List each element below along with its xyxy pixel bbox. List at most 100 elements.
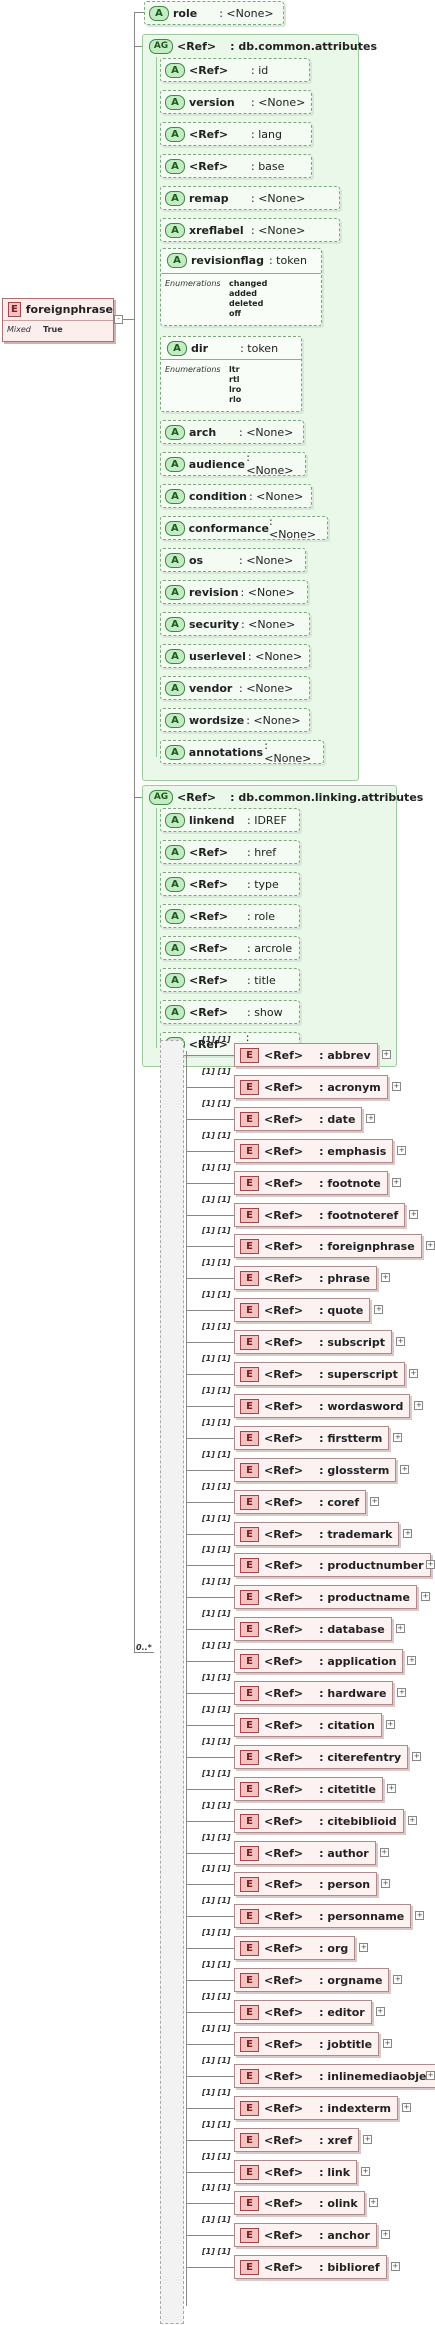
- expand-icon[interactable]: +: [374, 1305, 384, 1314]
- expand-icon[interactable]: +: [381, 1050, 391, 1059]
- choice-element[interactable]: E <Ref> : productnumber: [234, 1553, 431, 1577]
- expand-icon[interactable]: +: [393, 1433, 403, 1442]
- attribute-role[interactable]: A role : <None>: [144, 1, 284, 25]
- choice-element[interactable]: E <Ref> : citetitle: [234, 1777, 383, 1801]
- expand-icon[interactable]: +: [400, 1465, 410, 1474]
- attribute-item[interactable]: A <Ref> : lang: [160, 122, 312, 146]
- choice-element[interactable]: E <Ref> : editor: [234, 2000, 372, 2024]
- choice-element[interactable]: E <Ref> : citerefentry: [234, 1745, 409, 1769]
- expand-icon[interactable]: +: [366, 1114, 376, 1123]
- choice-element[interactable]: E <Ref> : citebiblioid: [234, 1809, 404, 1833]
- expand-icon[interactable]: +: [368, 2198, 378, 2207]
- choice-element[interactable]: E <Ref> : quote: [234, 1298, 371, 1322]
- attribute-item[interactable]: A arch : <None>: [160, 420, 304, 444]
- choice-element[interactable]: E <Ref> : person: [234, 1872, 378, 1896]
- group-header[interactable]: AG <Ref> : db.common.attributes: [145, 38, 377, 54]
- choice-element[interactable]: E <Ref> : anchor: [234, 2223, 377, 2247]
- choice-element[interactable]: E <Ref> : subscript: [234, 1330, 393, 1354]
- attribute-item[interactable]: A <Ref> : base: [160, 154, 312, 178]
- choice-element[interactable]: E <Ref> : date: [234, 1107, 363, 1131]
- attribute-dir[interactable]: A dir : token Enumerations ltr rtl lro r…: [160, 336, 302, 412]
- choice-element[interactable]: E <Ref> : foreignphrase: [234, 1234, 422, 1258]
- expand-icon[interactable]: +: [397, 1146, 407, 1155]
- expand-icon[interactable]: +: [407, 1816, 417, 1825]
- attribute-item[interactable]: A condition : <None>: [160, 484, 312, 508]
- choice-element[interactable]: E <Ref> : acronym: [234, 1075, 388, 1099]
- root-collapse-icon[interactable]: -: [114, 315, 123, 324]
- attribute-item[interactable]: A remap : <None>: [160, 186, 340, 210]
- choice-element[interactable]: E <Ref> : application: [234, 1649, 404, 1673]
- choice-element[interactable]: E <Ref> : phrase: [234, 1266, 377, 1290]
- choice-element[interactable]: E <Ref> : personname: [234, 1904, 412, 1928]
- choice-element[interactable]: E <Ref> : database: [234, 1617, 392, 1641]
- choice-element[interactable]: E <Ref> : link: [234, 2160, 358, 2184]
- expand-icon[interactable]: +: [396, 1337, 406, 1346]
- attribute-item[interactable]: A <Ref> : id: [160, 58, 310, 82]
- choice-element[interactable]: E <Ref> : hardware: [234, 1681, 394, 1705]
- choice-element[interactable]: E <Ref> : footnote: [234, 1171, 388, 1195]
- choice-element[interactable]: E <Ref> : coref: [234, 1490, 367, 1514]
- expand-icon[interactable]: +: [380, 2230, 390, 2239]
- expand-icon[interactable]: +: [361, 2167, 371, 2176]
- expand-icon[interactable]: +: [415, 1911, 425, 1920]
- attribute-item[interactable]: A <Ref> : role: [160, 904, 300, 928]
- expand-icon[interactable]: +: [363, 2135, 373, 2144]
- expand-icon[interactable]: +: [408, 1369, 418, 1378]
- expand-icon[interactable]: +: [407, 1656, 417, 1665]
- expand-icon[interactable]: +: [395, 1624, 405, 1633]
- choice-element[interactable]: E <Ref> : firstterm: [234, 1426, 390, 1450]
- choice-element[interactable]: E <Ref> : orgname: [234, 1968, 390, 1992]
- choice-element[interactable]: E <Ref> : wordasword: [234, 1394, 411, 1418]
- expand-icon[interactable]: +: [383, 2039, 393, 2048]
- expand-icon[interactable]: +: [380, 1273, 390, 1282]
- expand-icon[interactable]: +: [390, 2262, 400, 2271]
- attribute-item[interactable]: A <Ref> : title: [160, 968, 300, 992]
- choice-element[interactable]: E <Ref> : productname: [234, 1585, 417, 1609]
- attribute-item[interactable]: A revision : <None>: [160, 580, 308, 604]
- expand-icon[interactable]: +: [403, 1529, 413, 1538]
- choice-element[interactable]: E <Ref> : citation: [234, 1713, 382, 1737]
- choice-element[interactable]: E <Ref> : author: [234, 1841, 376, 1865]
- expand-icon[interactable]: +: [385, 1720, 395, 1729]
- choice-element[interactable]: E <Ref> : olink: [234, 2191, 365, 2215]
- attribute-item[interactable]: A wordsize : <None>: [160, 708, 310, 732]
- attribute-item[interactable]: A conformance : <None>: [160, 515, 328, 541]
- attribute-item[interactable]: A xreflabel : <None>: [160, 218, 340, 242]
- attribute-item[interactable]: A os : <None>: [160, 548, 306, 572]
- expand-icon[interactable]: +: [409, 1210, 419, 1219]
- expand-icon[interactable]: +: [370, 1497, 380, 1506]
- attribute-item[interactable]: A <Ref> : type: [160, 872, 300, 896]
- expand-icon[interactable]: +: [402, 2103, 412, 2112]
- expand-icon[interactable]: +: [391, 1082, 401, 1091]
- choice-element[interactable]: E <Ref> : jobtitle: [234, 2032, 380, 2056]
- attribute-revisionflag[interactable]: A revisionflag : token Enumerations chan…: [160, 248, 322, 326]
- expand-icon[interactable]: +: [359, 1943, 369, 1952]
- choice-element[interactable]: E <Ref> : abbrev: [234, 1043, 378, 1067]
- expand-icon[interactable]: +: [426, 2071, 435, 2080]
- choice-element[interactable]: E <Ref> : trademark: [234, 1522, 400, 1546]
- attribute-item[interactable]: A version : <None>: [160, 90, 312, 114]
- choice-element[interactable]: E <Ref> : indexterm: [234, 2096, 399, 2120]
- attribute-item[interactable]: A userlevel : <None>: [160, 644, 310, 668]
- expand-icon[interactable]: +: [391, 1178, 401, 1187]
- expand-icon[interactable]: +: [393, 1975, 403, 1984]
- expand-icon[interactable]: +: [375, 2007, 385, 2016]
- choice-element[interactable]: E <Ref> : org: [234, 1936, 356, 1960]
- choice-element[interactable]: E <Ref> : superscript: [234, 1362, 405, 1386]
- expand-icon[interactable]: +: [381, 1879, 391, 1888]
- expand-icon[interactable]: +: [386, 1784, 396, 1793]
- expand-icon[interactable]: +: [379, 1848, 389, 1857]
- choice-element[interactable]: E <Ref> : glossterm: [234, 1458, 397, 1482]
- root-element[interactable]: E foreignphrase Mixed True: [2, 298, 114, 342]
- expand-icon[interactable]: +: [414, 1401, 424, 1410]
- choice-element[interactable]: E <Ref> : xref: [234, 2128, 360, 2152]
- choice-element[interactable]: E <Ref> : emphasis: [234, 1139, 394, 1163]
- choice-element[interactable]: E <Ref> : footnoteref: [234, 1203, 406, 1227]
- attribute-item[interactable]: A security : <None>: [160, 612, 310, 636]
- expand-icon[interactable]: +: [412, 1752, 422, 1761]
- attribute-item[interactable]: A <Ref> : show: [160, 1000, 300, 1024]
- attribute-item[interactable]: A vendor : <None>: [160, 676, 310, 700]
- attribute-item[interactable]: A audience : <None>: [160, 451, 306, 477]
- expand-icon[interactable]: +: [426, 1560, 435, 1569]
- expand-icon[interactable]: +: [397, 1688, 407, 1697]
